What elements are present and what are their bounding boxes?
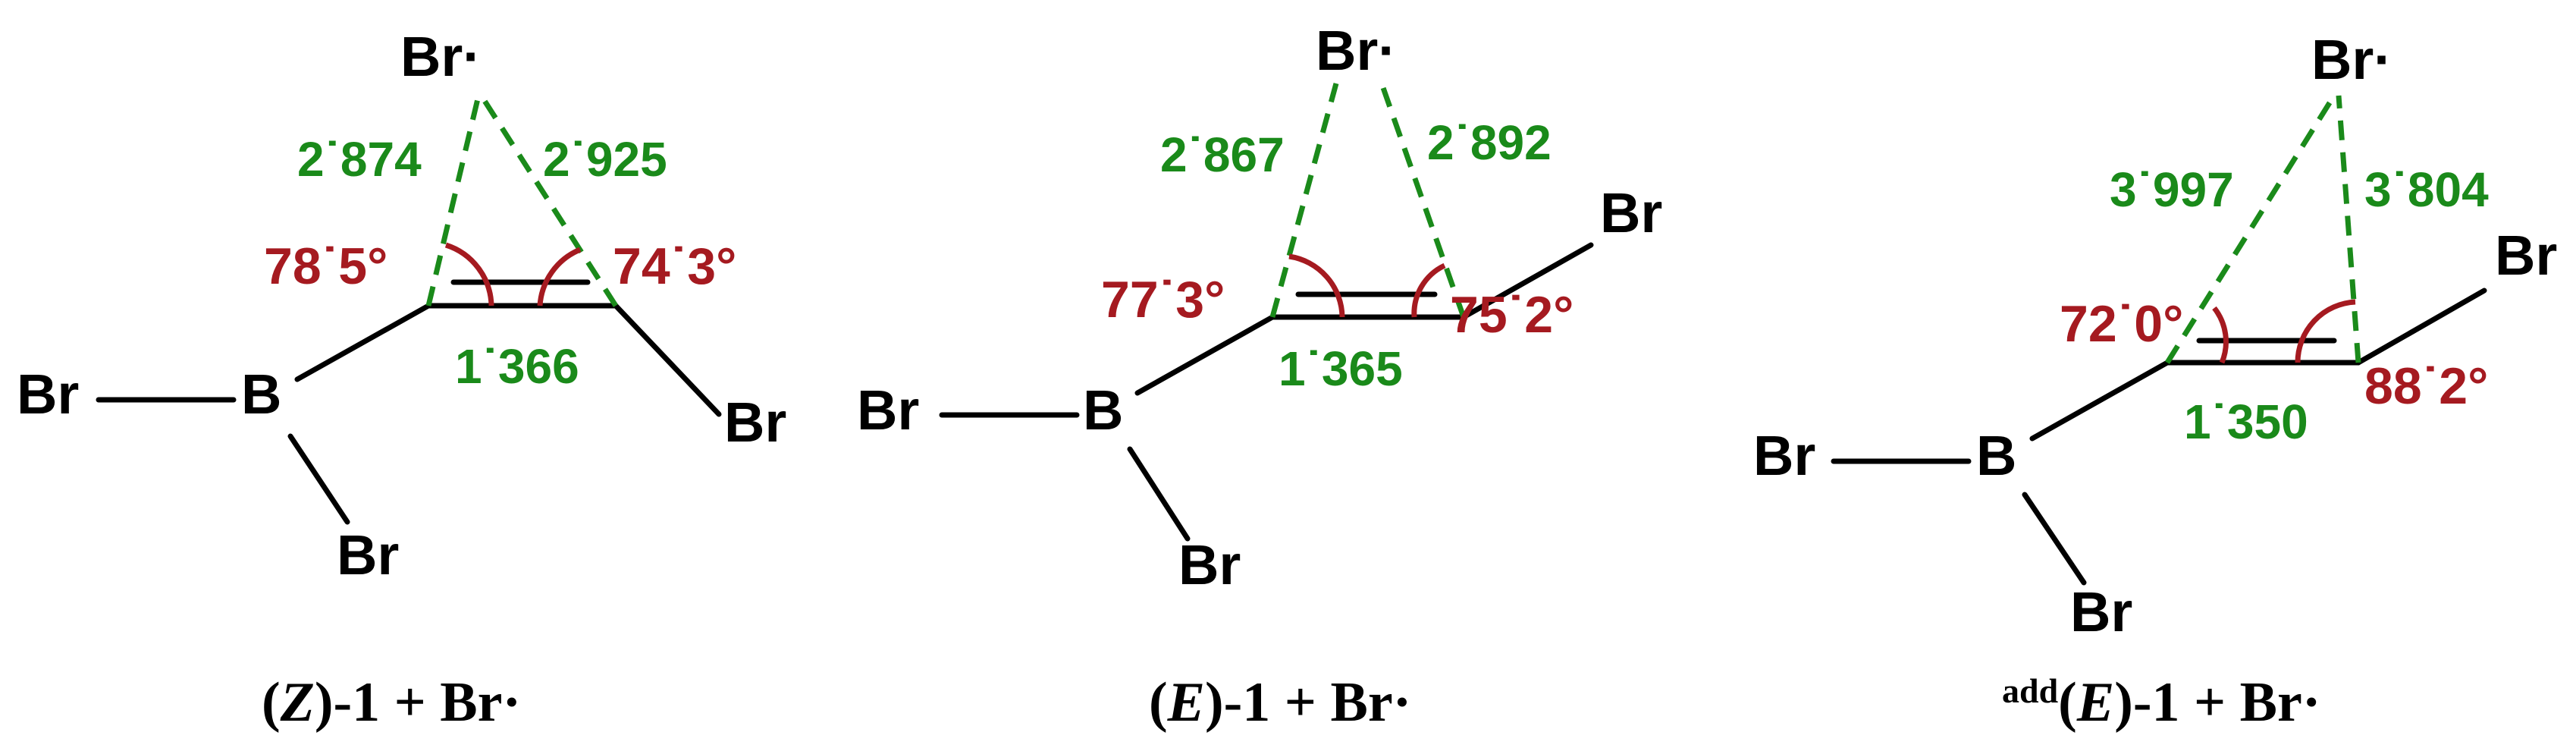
angle-arc-left bbox=[444, 242, 494, 306]
panel-e-isomer: Br· Br B Br Br 2˙867 2˙892 1˙365 77˙3° 7… bbox=[857, 19, 1662, 734]
atom-br-radical: Br· bbox=[2311, 28, 2392, 91]
bond-b-br-bottom bbox=[287, 433, 350, 525]
caption-add-e: add(E)-1 + Br· bbox=[2002, 671, 2321, 734]
atom-br-left: Br bbox=[17, 363, 79, 426]
atom-boron: B bbox=[1976, 424, 2016, 487]
double-bond-length-label: 1˙350 bbox=[2184, 394, 2308, 449]
contact-right bbox=[1379, 82, 1467, 319]
contact-left bbox=[1269, 83, 1339, 318]
angle-arc-left bbox=[1288, 253, 1345, 318]
double-bond-length-label: 1˙365 bbox=[1279, 341, 1403, 396]
bond-c2-br-right bbox=[613, 303, 722, 417]
bond-b-c1 bbox=[2029, 360, 2170, 442]
atom-boron: B bbox=[1083, 379, 1123, 442]
distance-right-label: 2˙925 bbox=[543, 132, 667, 187]
atom-br-radical: Br· bbox=[1316, 19, 1397, 82]
double-bond-length-label: 1˙366 bbox=[455, 339, 579, 394]
angle-right-label: 74˙3° bbox=[613, 237, 736, 295]
atom-br-bottom: Br bbox=[2070, 580, 2132, 643]
atom-br-left: Br bbox=[1753, 424, 1815, 487]
contact-right bbox=[477, 91, 618, 307]
angle-arc-right bbox=[1411, 262, 1446, 318]
angle-left-label: 77˙3° bbox=[1101, 271, 1225, 328]
atom-br-radical: Br· bbox=[400, 25, 482, 88]
angle-arc-left bbox=[2212, 306, 2229, 364]
distance-left-label: 2˙867 bbox=[1160, 127, 1285, 182]
atom-br-bottom: Br bbox=[337, 523, 399, 586]
angle-left-label: 78˙5° bbox=[264, 237, 387, 295]
atom-br-right: Br bbox=[724, 391, 786, 454]
distance-left-label: 2˙874 bbox=[297, 132, 422, 187]
bond-b-br-bottom bbox=[1127, 446, 1191, 542]
contact-left bbox=[425, 92, 482, 306]
bond-b-br-bottom bbox=[2022, 492, 2087, 586]
panel-z-isomer: Br· Br B Br Br 2˙874 2˙925 1˙366 78˙5° 7… bbox=[17, 25, 786, 734]
atom-br-left: Br bbox=[857, 379, 919, 442]
atom-br-bottom: Br bbox=[1178, 533, 1241, 596]
distance-right-label: 2˙892 bbox=[1427, 115, 1552, 170]
distance-left-label: 3˙997 bbox=[2110, 162, 2234, 217]
angle-left-label: 72˙0° bbox=[2060, 295, 2183, 353]
panel-add-e-isomer: Br· Br B Br Br 3˙997 3˙804 1˙350 72˙0° 8… bbox=[1753, 28, 2557, 734]
caption-e: (E)-1 + Br· bbox=[1149, 671, 1411, 734]
caption-z: (Z)-1 + Br· bbox=[262, 671, 521, 734]
atom-br-right: Br bbox=[2495, 224, 2557, 287]
atom-br-right: Br bbox=[1600, 181, 1662, 244]
bond-b-c1 bbox=[1134, 314, 1275, 396]
angle-arc-right bbox=[2295, 299, 2356, 363]
bond-c2-br-right bbox=[2355, 288, 2487, 366]
contact-left bbox=[2165, 94, 2336, 364]
distance-right-label: 3˙804 bbox=[2364, 162, 2489, 217]
angle-arc-right bbox=[537, 247, 582, 306]
atom-boron: B bbox=[241, 363, 281, 426]
angle-right-label: 75˙2° bbox=[1450, 286, 1574, 344]
bond-b-c1 bbox=[294, 303, 431, 382]
angle-right-label: 88˙2° bbox=[2364, 357, 2488, 415]
contact-right bbox=[2336, 95, 2361, 363]
bond-c2-br-right bbox=[1461, 242, 1594, 320]
